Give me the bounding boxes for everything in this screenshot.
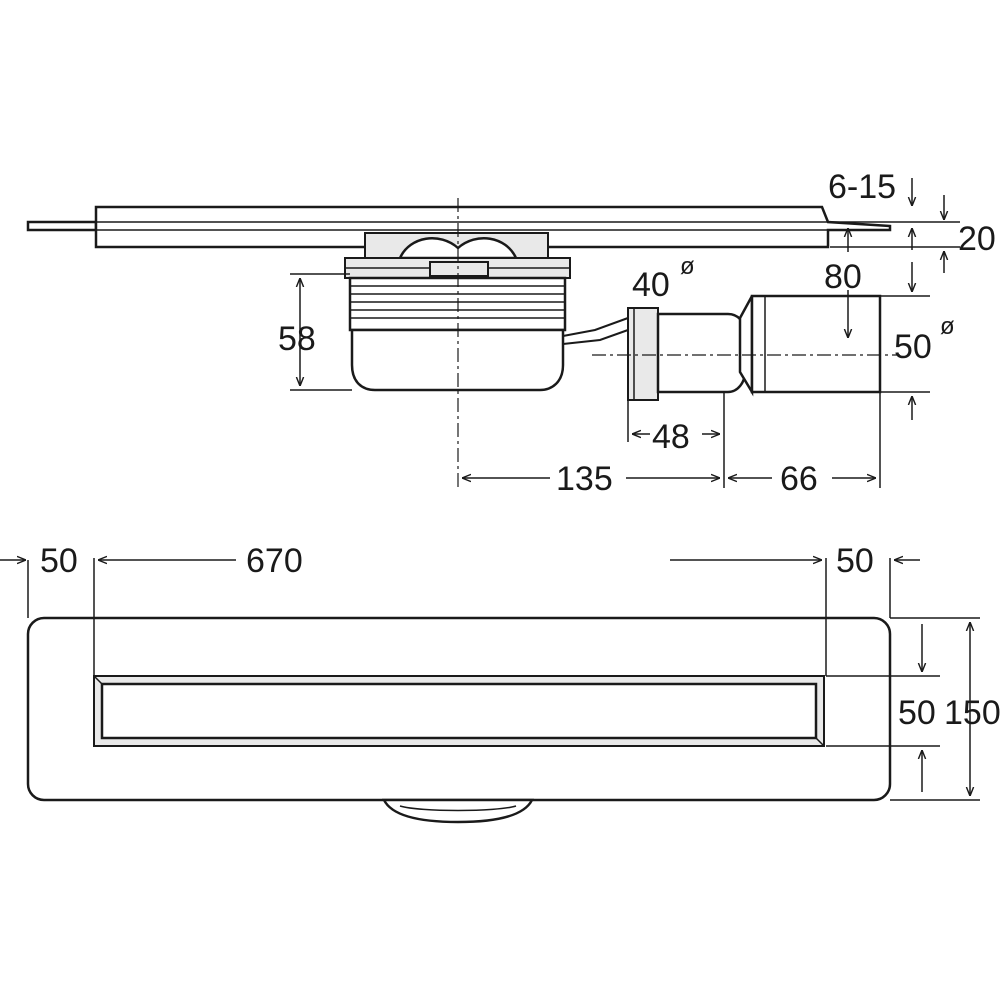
side-view: 58 6-15 20 80 40 ø 50 ø 48 135 66	[26, 168, 996, 498]
dim-top-150: 150	[944, 694, 1000, 732]
dim-top-50-right: 50	[836, 542, 874, 580]
dim-top-50-left: 50	[40, 542, 78, 580]
grate-slot-inner	[100, 682, 818, 740]
tile-flange	[26, 220, 98, 232]
dim-20: 20	[958, 220, 996, 258]
outlet-pipe-50	[750, 294, 882, 394]
dim-135: 135	[556, 460, 613, 498]
outlet-nut	[627, 307, 659, 401]
outlet-pipe-40	[656, 312, 747, 394]
dim-48: 48	[652, 418, 690, 456]
dim-58: 58	[278, 320, 316, 358]
diameter-symbol-50: ø	[940, 313, 955, 340]
diameter-symbol-40: ø	[680, 253, 695, 280]
dim-top-50-slot: 50	[898, 694, 936, 732]
dim-6-15: 6-15	[828, 168, 896, 206]
dim-top-670: 670	[246, 542, 303, 580]
dim-diameter-40: 40	[632, 266, 670, 304]
top-view: 50 670 50 50 150	[0, 542, 1000, 824]
dim-66: 66	[780, 460, 818, 498]
dim-diameter-50: 50	[894, 328, 932, 366]
channel-body	[94, 205, 892, 249]
dim-80: 80	[824, 258, 862, 296]
